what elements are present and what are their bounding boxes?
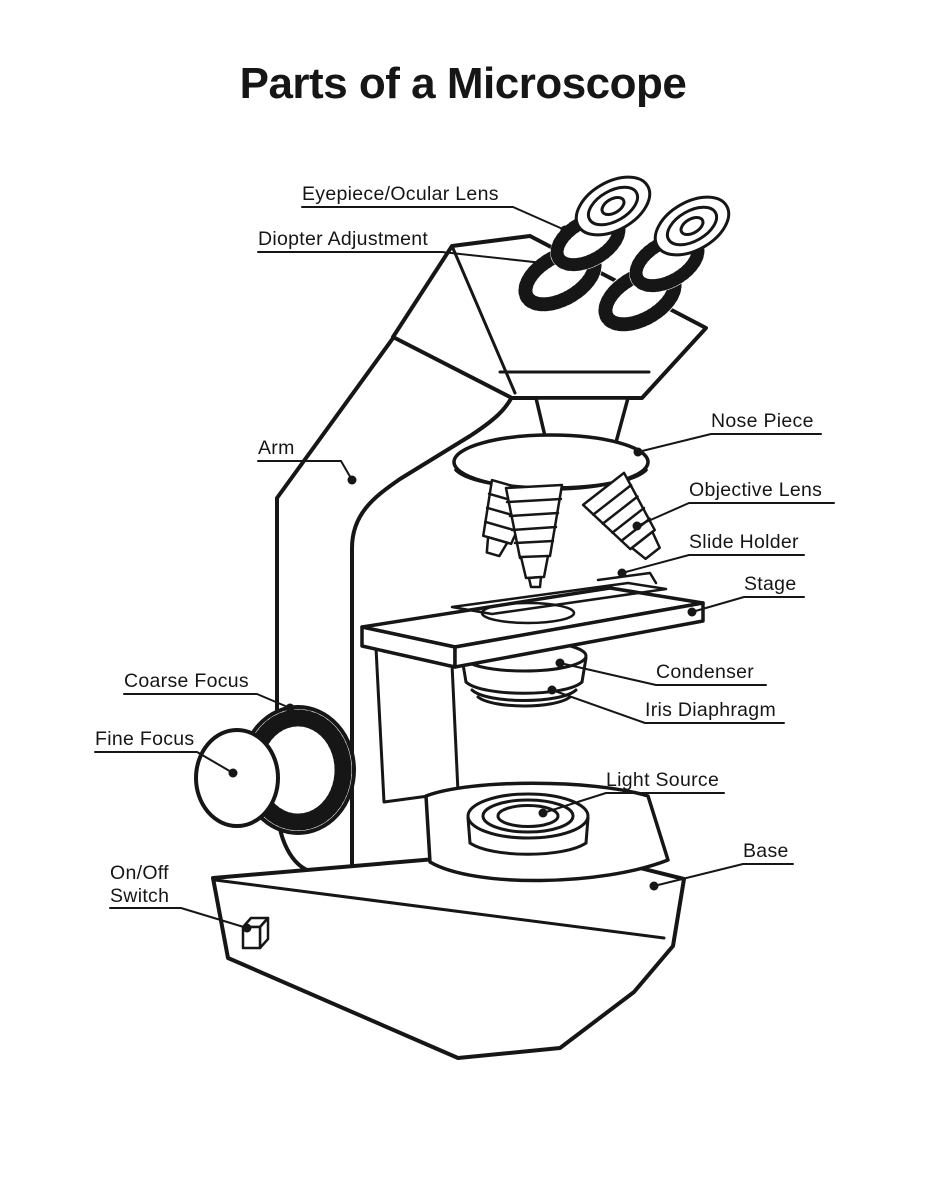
slide-holder-clip <box>596 571 658 585</box>
lamp-housing-sides <box>466 816 590 845</box>
callout-dot <box>555 658 565 668</box>
eyepiece-lens-inner <box>679 215 705 237</box>
head-crease <box>450 244 517 395</box>
callout-dot <box>617 568 627 578</box>
leader-diopter <box>257 251 544 264</box>
eyepiece-lens-mid <box>586 185 640 227</box>
leader-slide-holder <box>621 554 805 574</box>
objective-lens-front <box>504 483 564 589</box>
label-base: Base <box>743 840 789 862</box>
lamp-ring-mid <box>481 798 575 834</box>
stage-support-column <box>374 646 460 804</box>
callout-dot <box>347 475 357 485</box>
leader-light-source <box>542 792 725 814</box>
leader-lines-layer <box>94 206 835 933</box>
callout-dot <box>242 923 252 933</box>
leader-condenser <box>559 662 767 686</box>
iris-ring-2 <box>476 695 572 708</box>
label-light-source: Light Source <box>606 769 719 791</box>
lamp-housing-bottom <box>468 841 588 856</box>
label-objective: Objective Lens <box>689 479 822 501</box>
eyepiece-right <box>597 195 731 333</box>
power-switch <box>241 916 270 950</box>
leader-eyepiece <box>301 206 566 231</box>
eyepiece-lens-inner <box>600 195 626 217</box>
label-coarse-focus: Coarse Focus <box>124 670 249 692</box>
leader-fine-focus <box>94 751 234 774</box>
condenser-bottom <box>464 680 584 695</box>
glass-slide <box>450 581 668 616</box>
lamp-ring-inner <box>496 804 560 828</box>
label-fine-focus: Fine Focus <box>95 728 194 750</box>
label-nosepiece: Nose Piece <box>711 410 814 432</box>
iris-ring-1 <box>470 688 578 702</box>
callout-dots <box>228 225 697 933</box>
leader-base <box>653 863 794 887</box>
eyepiece-lens-outer <box>653 195 731 257</box>
label-diopter: Diopter Adjustment <box>258 228 428 250</box>
eyepiece-lens-outer <box>574 175 652 237</box>
base-shape <box>211 847 686 1060</box>
objective-tip <box>519 554 550 580</box>
leader-coarse-focus <box>123 693 291 709</box>
label-arm: Arm <box>258 437 295 459</box>
label-onoff-line1: On/Off <box>110 862 169 884</box>
callout-dot <box>285 703 295 713</box>
objective-bands <box>505 497 563 545</box>
label-iris: Iris Diaphragm <box>645 699 776 721</box>
objective-tip-end <box>527 575 543 589</box>
callout-dot <box>228 768 238 778</box>
label-eyepiece: Eyepiece/Ocular Lens <box>302 183 499 205</box>
objective-body <box>504 483 564 560</box>
label-slide-holder: Slide Holder <box>689 531 799 553</box>
stage-front-face <box>453 601 705 669</box>
callout-dot <box>649 881 659 891</box>
microscope-illustration <box>194 175 731 1060</box>
leader-stage <box>691 596 805 613</box>
objective-bands <box>591 483 651 543</box>
leader-iris <box>551 689 785 724</box>
label-onoff-line2: Switch <box>110 885 169 907</box>
label-condenser: Condenser <box>656 661 754 683</box>
leader-nosepiece <box>637 433 822 453</box>
callout-dot <box>687 607 697 617</box>
callout-dot <box>538 808 548 818</box>
leader-onoff-switch <box>109 907 248 929</box>
callout-dot <box>632 521 642 531</box>
label-stage: Stage <box>744 573 796 595</box>
objective-tip <box>630 530 661 561</box>
stage-platform <box>360 571 705 669</box>
light-source-lamp <box>466 792 590 856</box>
fine-focus-knob <box>194 728 280 828</box>
leader-objective <box>636 502 835 527</box>
callout-dot <box>547 685 557 695</box>
objective-tip <box>485 535 509 558</box>
base-top-edge <box>213 878 666 940</box>
callout-dot <box>633 447 643 457</box>
head-shape <box>391 234 708 400</box>
eyepiece-left <box>517 175 652 313</box>
leader-arm <box>257 460 353 481</box>
labels-layer: Parts of a Microscope Eyepiece/Ocular Le… <box>95 59 822 907</box>
callout-dot <box>538 258 548 268</box>
eyepiece-lens-mid <box>665 205 719 247</box>
page-title: Parts of a Microscope <box>240 59 687 108</box>
callout-dot <box>560 225 570 235</box>
